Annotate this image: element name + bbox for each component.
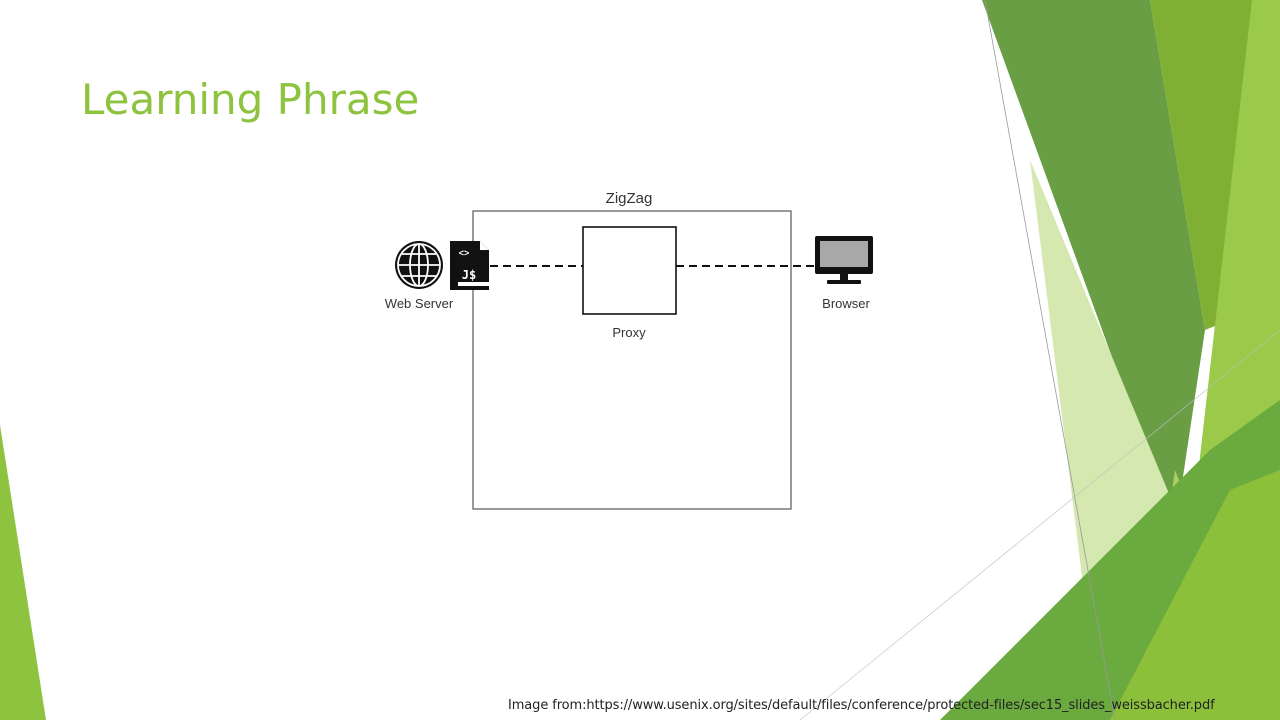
decorative-line-2: [799, 329, 1280, 720]
source-link[interactable]: https://www.usenix.org/sites/default/fil…: [586, 698, 1215, 713]
globe-icon: [395, 241, 443, 289]
zigzag-label: ZigZag: [606, 190, 653, 207]
left-green-wedge: [0, 425, 46, 720]
bottom-wedge-bright: [1110, 470, 1280, 720]
image-source-caption: Image from:https://www.usenix.org/sites/…: [508, 697, 1215, 715]
script-file-text: J$: [462, 268, 476, 282]
proxy-label: Proxy: [612, 325, 646, 340]
script-file-tag: <>: [459, 248, 470, 258]
decorative-line-1: [984, 0, 1116, 720]
web-server-label: Web Server: [385, 296, 454, 311]
browser-label: Browser: [822, 296, 870, 311]
right-wedge-dark: [982, 0, 1205, 530]
zigzag-container: [472, 210, 792, 510]
slide-title: Learning Phrase: [81, 75, 420, 124]
proxy-box: [582, 226, 677, 315]
monitor-icon: [815, 236, 873, 284]
script-file-icon: <> J$: [450, 241, 489, 290]
caption-prefix: Image from:: [508, 698, 587, 713]
